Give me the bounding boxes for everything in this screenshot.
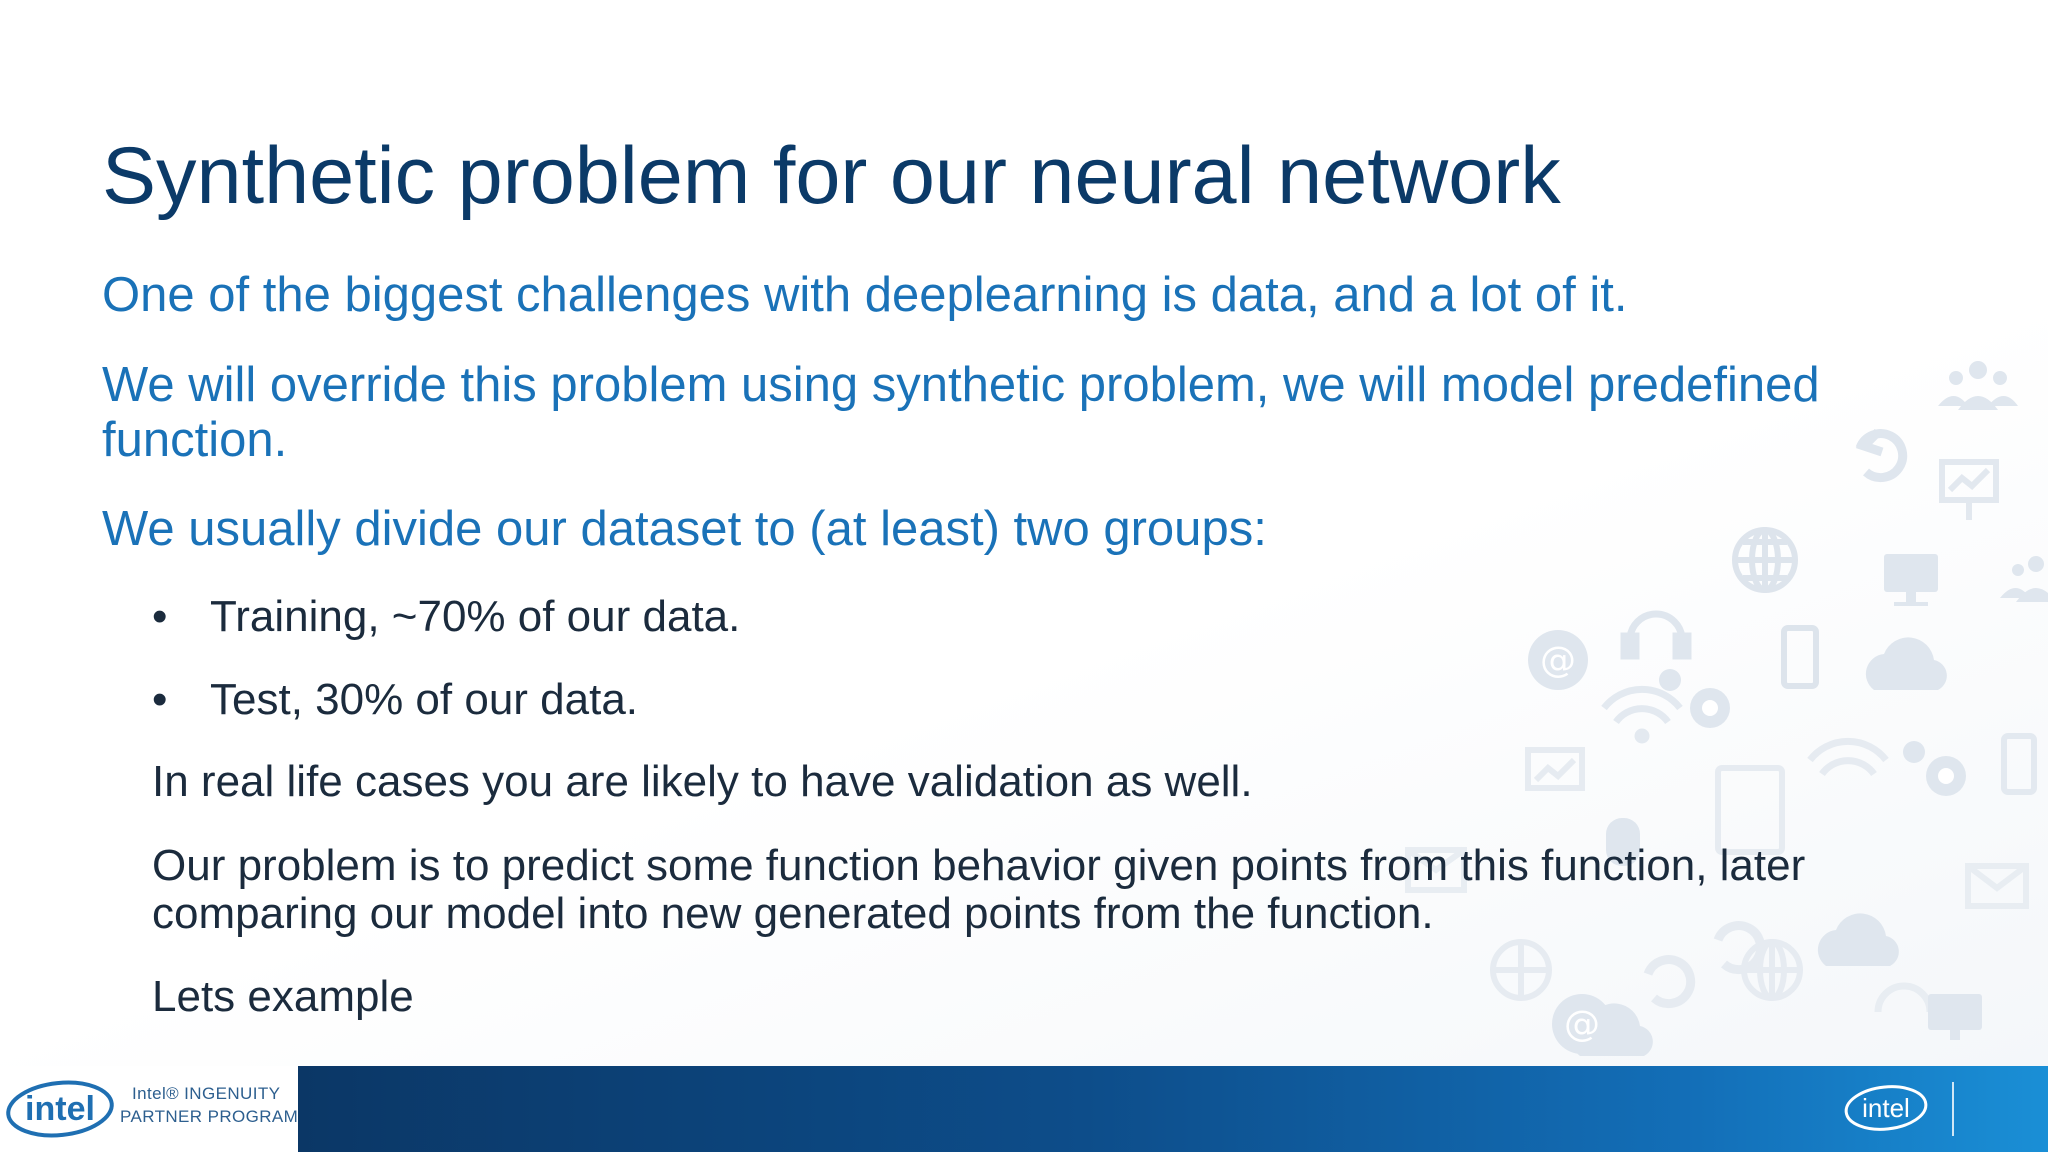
globe-icon [1732,527,1798,593]
svg-text:@: @ [1540,640,1576,681]
monitor-icon [1884,554,1938,606]
footer-bar [298,1066,2048,1152]
note-example: Lets example [152,972,414,1021]
gear-icon [1903,741,1966,796]
slide-footer: intel Intel® INGENUITY PARTNER PROGRAM i… [0,1066,2048,1152]
monitor-icon [1928,994,1982,1040]
at-sign-icon: @ [1528,630,1588,690]
bullet-glyph: • [152,592,168,641]
list-item-text: Training, ~70% of our data. [210,592,741,641]
cloud-icon [1865,637,1947,690]
headphones-icon [1874,982,1934,1013]
team-icon [2000,556,2048,602]
footer-branding: intel Intel® INGENUITY PARTNER PROGRAM [0,1066,298,1152]
tablet-icon [1715,765,1785,855]
presentation-icon [1939,459,1999,520]
gear-icon [1659,669,1730,728]
team-icon [1938,361,2018,410]
paragraph-dataset-groups: We usually divide our dataset to (at lea… [102,502,1267,556]
phone-icon [1781,625,1819,689]
footer-divider [1952,1082,1954,1136]
headphones-icon [1620,610,1692,660]
svg-text:intel: intel [25,1090,95,1128]
bullet-glyph: • [152,675,168,724]
note-validation: In real life cases you are likely to hav… [152,757,1253,806]
envelope-icon [1405,847,2029,909]
presentation-icon [1525,747,1585,791]
globe-icon [1490,939,1803,1001]
paragraph-synthetic-problem: We will override this problem using synt… [102,358,1820,467]
program-line-1: Intel® INGENUITY [132,1084,281,1103]
wifi-icon [1807,737,1889,777]
refresh-icon [1855,428,1908,483]
list-item-text: Test, 30% of our data. [210,675,639,724]
svg-text:@: @ [1564,1004,1600,1045]
svg-text:intel: intel [1862,1093,1910,1123]
wifi-icon [1601,685,1683,744]
intel-logo: intel [1842,1080,1930,1136]
mouse-icon [1606,818,1640,866]
program-line-2: PARTNER PROGRAM [120,1107,299,1126]
decorative-icon-field: @ [1288,340,2048,1070]
refresh-icon [1643,921,1766,1009]
paragraph-data-challenge: One of the biggest challenges with deepl… [102,268,1628,322]
intel-logo: intel [4,1078,116,1140]
at-sign-icon: @ [1552,994,1612,1054]
note-problem-statement: Our problem is to predict some function … [152,841,1806,938]
phone-icon [2001,733,2037,795]
slide-title: Synthetic problem for our neural network [102,131,1561,222]
